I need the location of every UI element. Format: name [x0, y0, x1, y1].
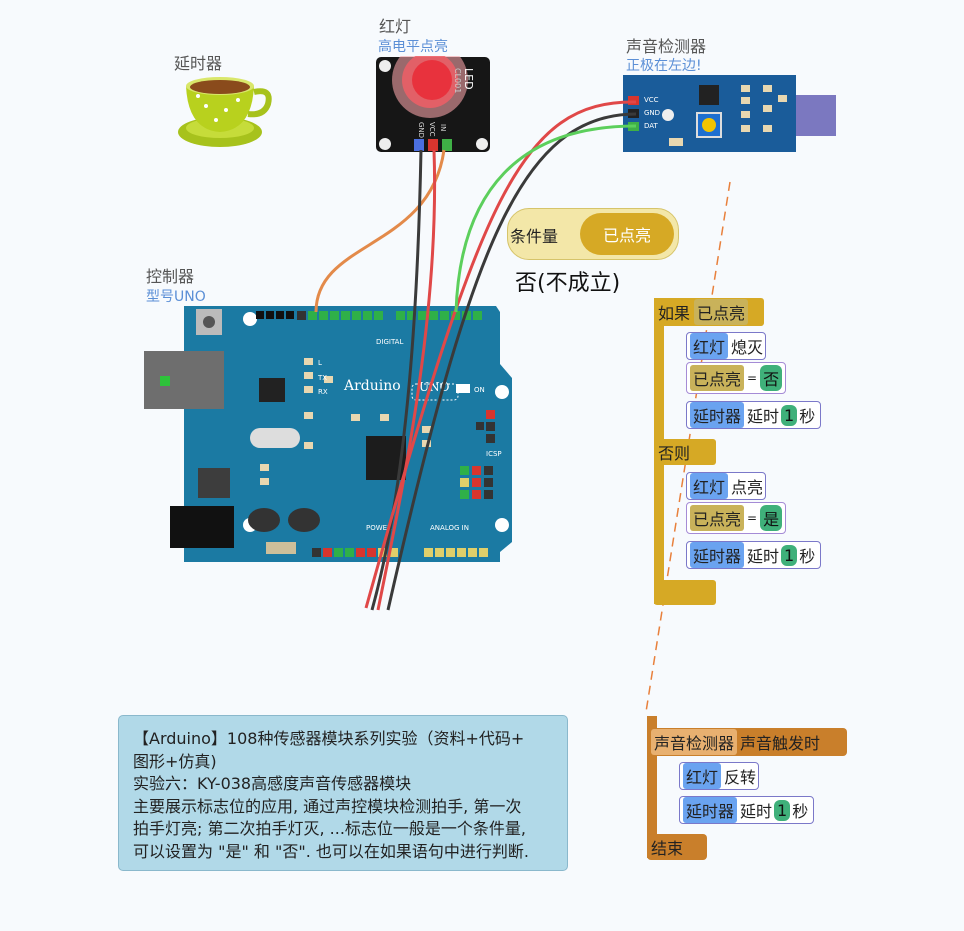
controller-label: 控制器 [146, 267, 195, 286]
note-line: 图形+仿真) [133, 751, 217, 771]
sound-sensor-note: 正极在左边! [626, 58, 702, 74]
note-line: 实验六：KY-038高感度声音传感器模块 [133, 774, 412, 793]
note-line: 可以设置为 "是" 和 "否". 也可以在如果语句中进行判断. [133, 841, 529, 861]
analog-label: ANALOG IN [430, 524, 469, 532]
else-flag-op: = [747, 511, 758, 525]
led-board-text: LED [462, 68, 475, 90]
if-flag-var: 已点亮 [690, 365, 745, 391]
event-delay-block[interactable]: 延时器 延时 1 秒 [679, 796, 814, 824]
else-delay-device: 延时器 [690, 542, 745, 568]
sound-sensor-label: 声音检测器 [626, 37, 707, 56]
icsp-label: ICSP [486, 450, 502, 458]
else-flag-var: 已点亮 [690, 505, 745, 531]
if-delay-device: 延时器 [690, 402, 745, 428]
event-end-label: 结束 [651, 839, 684, 858]
condition-state: 否(不成立) [515, 271, 621, 296]
if-delay-block[interactable]: 延时器 延时 1 秒 [686, 401, 821, 429]
event-led-toggle-block[interactable]: 红灯 反转 [679, 762, 759, 790]
else-delay-num[interactable]: 1 [781, 544, 798, 566]
event-delay-unit: 秒 [792, 802, 809, 821]
if-delay-num[interactable]: 1 [781, 404, 798, 426]
teacup-icon[interactable] [176, 70, 272, 152]
sensor-pin-gnd: GND [644, 109, 661, 117]
else-delay-unit: 秒 [799, 547, 816, 566]
event-end-block: 结束 [647, 834, 707, 860]
event-delay-action: 延时 [740, 802, 773, 821]
arduino-brand: Arduino [344, 378, 401, 394]
else-set-flag-block[interactable]: 已点亮 = 是 [686, 502, 786, 534]
event-trigger: 声音触发时 [740, 734, 821, 753]
event-led-device: 红灯 [683, 763, 722, 789]
if-led-device: 红灯 [690, 333, 729, 359]
if-set-flag-block[interactable]: 已点亮 = 否 [686, 362, 786, 394]
else-led-action: 点亮 [731, 478, 764, 497]
led-label: 红灯 [379, 17, 412, 36]
arduino-model-badge: UNO [419, 380, 450, 394]
event-spine [647, 716, 657, 858]
delay-label: 延时器 [174, 54, 223, 73]
led-board-code: CL001 [453, 68, 462, 94]
if-delay-unit: 秒 [799, 407, 816, 426]
event-device: 声音检测器 [651, 729, 738, 755]
note-line: 【Arduino】108种传感器模块系列实验（资料+代码+ [133, 729, 525, 748]
if-led-off-block[interactable]: 红灯 熄灭 [686, 332, 766, 360]
led-pin-vcc: VCC [428, 122, 436, 137]
event-delay-num[interactable]: 1 [774, 799, 791, 821]
if-label: 如果 [658, 304, 691, 323]
sensor-pin-vcc: VCC [644, 96, 659, 104]
else-flag-value: 是 [760, 505, 782, 531]
led-pin-gnd: GND [417, 122, 425, 139]
if-block[interactable]: 如果 已点亮 [654, 298, 764, 326]
note-line: 主要展示标志位的应用, 通过声控模块检测拍手, 第一次 [133, 796, 522, 816]
event-led-action: 反转 [724, 768, 757, 787]
led-module[interactable]: LED CL001 GND VCC IN [376, 42, 491, 153]
else-delay-block[interactable]: 延时器 延时 1 秒 [686, 541, 821, 569]
if-delay-action: 延时 [747, 407, 780, 426]
controller-model: 型号UNO [146, 289, 206, 305]
if-flag-value: 否 [760, 365, 782, 391]
else-delay-action: 延时 [747, 547, 780, 566]
l-label: L [318, 359, 322, 367]
power-label: POWER [366, 524, 392, 532]
condition-variable-value: 已点亮 [580, 213, 674, 255]
condition-variable-label: 条件量 [510, 227, 559, 246]
digital-label: DIGITAL [376, 338, 404, 346]
rx-label: RX [318, 388, 328, 396]
led-note: 高电平点亮 [378, 39, 448, 55]
note-line: 拍手灯亮; 第二次拍手灯灭, ...标志位一般是一个条件量, [133, 819, 526, 838]
if-led-action: 熄灭 [731, 338, 764, 357]
sound-sensor-module[interactable]: VCC GND DAT [623, 75, 838, 153]
on-label: ON [474, 386, 485, 394]
else-led-device: 红灯 [690, 473, 729, 499]
if-flag-op: = [747, 371, 758, 385]
else-block[interactable]: 否则 [654, 439, 716, 465]
arduino-board[interactable]: Arduino UNO DIGITAL POWER ANALOG IN ICSP… [144, 306, 516, 564]
sensor-pin-dat: DAT [644, 122, 658, 130]
else-label: 否则 [658, 444, 691, 463]
tx-label: TX [318, 374, 328, 382]
sound-event-block[interactable]: 声音检测器 声音触发时 [647, 728, 847, 756]
description-note: 【Arduino】108种传感器模块系列实验（资料+代码+ 图形+仿真) 实验六… [118, 715, 568, 871]
condition-variable[interactable]: 条件量 已点亮 [507, 208, 679, 260]
event-delay-device: 延时器 [683, 797, 738, 823]
if-else-end [654, 580, 716, 605]
else-led-on-block[interactable]: 红灯 点亮 [686, 472, 766, 500]
led-pin-in: IN [439, 124, 447, 132]
if-condition: 已点亮 [694, 299, 749, 325]
